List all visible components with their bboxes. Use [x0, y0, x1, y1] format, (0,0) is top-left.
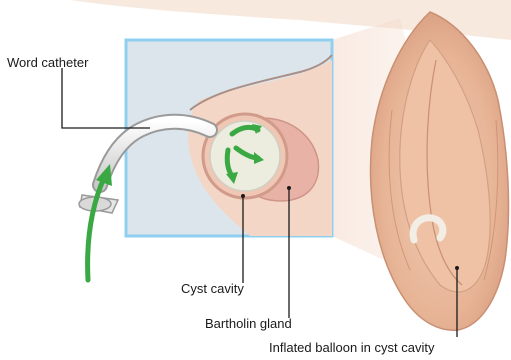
label-bartholin-gland: Bartholin gland: [205, 317, 292, 331]
label-word-catheter: Word catheter: [7, 56, 88, 70]
label-inflated-balloon: Inflated balloon in cyst cavity: [269, 341, 434, 355]
label-cyst-cavity: Cyst cavity: [181, 282, 244, 296]
inset-panel: [126, 40, 332, 236]
green-curved-arrow-icon: [88, 164, 112, 280]
